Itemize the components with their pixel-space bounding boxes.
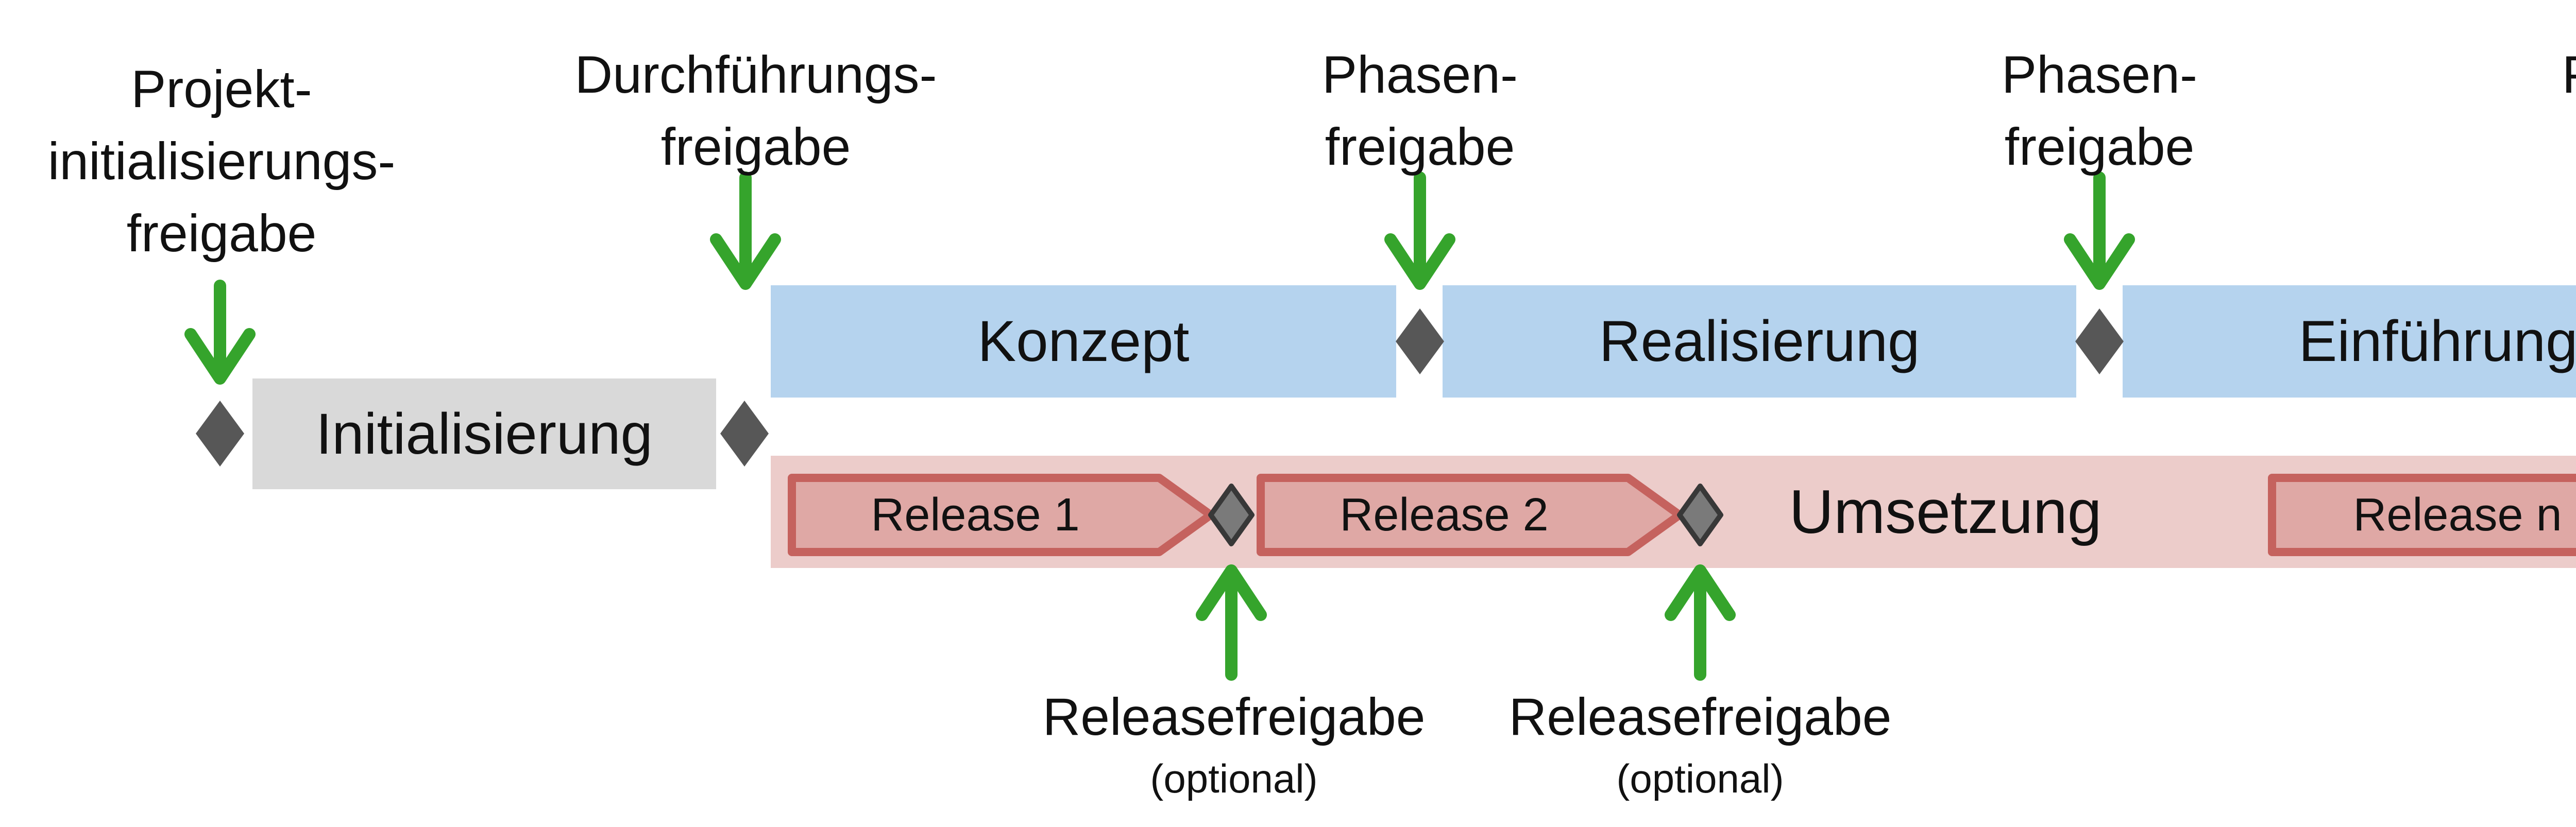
- releasefreigabe-optional-note: (optional): [1616, 756, 1784, 801]
- releasefreigabe-optional-note: (optional): [1150, 756, 1318, 801]
- milestone-label-line: freigabe: [660, 117, 851, 176]
- phase-label-realisierung: Realisierung: [1599, 309, 1920, 373]
- milestone-label-durchfuehrungsfreigabe: Durchführungs- freigabe: [575, 39, 937, 183]
- releasefreigabe-text: Releasefreigabe: [1042, 687, 1426, 746]
- releasefreigabe-arrow-2: [1665, 564, 1736, 681]
- phase-label-initialisierung: Initialisierung: [316, 401, 653, 466]
- milestone-diamond-phase-1: [1396, 308, 1444, 374]
- milestone-label-line: Abschluss: [2562, 111, 2576, 183]
- milestone-label-line: Projekt-: [131, 60, 312, 118]
- phase-label-konzept: Konzept: [977, 309, 1190, 373]
- milestone-label-line: Phasen-: [1322, 45, 1518, 104]
- milestone-label-projektinitialisierungsfreigabe: Projekt- initialisierungs- freigabe: [48, 53, 396, 269]
- umsetzung-label: Umsetzung: [1789, 477, 2102, 546]
- releasefreigabe-label-2: Releasefreigabe (optional): [1509, 681, 1892, 804]
- milestone-diamond-durchfuehrung: [720, 401, 769, 467]
- milestone-diamond-projektinitialisierung: [196, 401, 244, 467]
- milestone-label-line: initialisierungs-: [47, 132, 396, 191]
- release-label-2: Release 2: [1340, 489, 1549, 541]
- phase-bar-konzept: Konzept: [771, 285, 1396, 398]
- releasefreigabe-text: Releasefreigabe: [1509, 687, 1892, 746]
- releasefreigabe-label-1: Releasefreigabe (optional): [1043, 681, 1426, 804]
- milestone-label-line: Durchführungs-: [574, 45, 937, 104]
- freigabe-arrow-durchfuehrung: [710, 171, 781, 290]
- milestone-label-line: Phasenfreigabe: [2562, 39, 2576, 111]
- milestone-label-line: freigabe: [1325, 117, 1515, 176]
- milestone-label-line: Phasen-: [2002, 45, 2197, 104]
- release-label-n: Release n: [2353, 489, 2562, 541]
- milestone-label-phasenfreigabe-2: Phasen- freigabe: [2002, 39, 2197, 183]
- milestone-label-line: freigabe: [126, 204, 317, 263]
- phase-label-einfuehrung: Einführung: [2298, 309, 2576, 373]
- milestone-diamond-phase-2: [2075, 308, 2124, 374]
- freigabe-arrow-phase-1: [1384, 171, 1455, 290]
- phase-bar-initialisierung: Initialisierung: [252, 378, 716, 489]
- milestone-label-phasenfreigabe-abschluss: Phasenfreigabe Abschluss: [2562, 39, 2576, 183]
- releasefreigabe-arrow-1: [1196, 564, 1267, 681]
- freigabe-arrow-projektinitialisierung: [184, 280, 256, 385]
- phase-bar-realisierung: Realisierung: [1443, 285, 2076, 398]
- phase-bar-einfuehrung: Einführung: [2123, 285, 2576, 398]
- milestone-label-phasenfreigabe-1: Phasen- freigabe: [1322, 39, 1518, 183]
- milestone-label-line: freigabe: [2004, 117, 2195, 176]
- release-label-1: Release 1: [871, 489, 1080, 541]
- freigabe-arrow-phase-2: [2064, 171, 2135, 290]
